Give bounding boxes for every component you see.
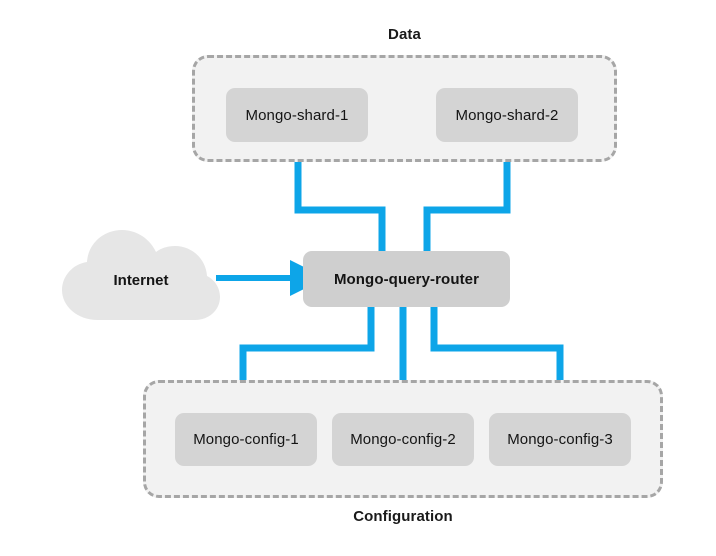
node-label: Mongo-query-router <box>333 270 480 288</box>
node-mongo-shard-2[interactable]: Mongo-shard-2 <box>436 88 578 142</box>
node-mongo-config-2[interactable]: Mongo-config-2 <box>332 413 474 466</box>
node-label: Mongo-config-3 <box>507 431 613 448</box>
group-label-configuration: Configuration <box>353 508 453 525</box>
node-label: Mongo-config-1 <box>193 431 299 448</box>
node-label: Mongo-config-2 <box>350 431 456 448</box>
node-mongo-shard-1[interactable]: Mongo-shard-1 <box>226 88 368 142</box>
node-label: Mongo-shard-1 <box>245 106 349 124</box>
node-mongo-query-router[interactable]: Mongo-query-router <box>303 251 510 307</box>
internet-cloud-icon[interactable] <box>60 228 222 320</box>
internet-label: Internet <box>113 272 169 289</box>
node-mongo-config-1[interactable]: Mongo-config-1 <box>175 413 317 466</box>
node-mongo-config-3[interactable]: Mongo-config-3 <box>489 413 631 466</box>
node-label: Mongo-shard-2 <box>455 106 559 124</box>
group-label-data: Data <box>388 26 421 43</box>
